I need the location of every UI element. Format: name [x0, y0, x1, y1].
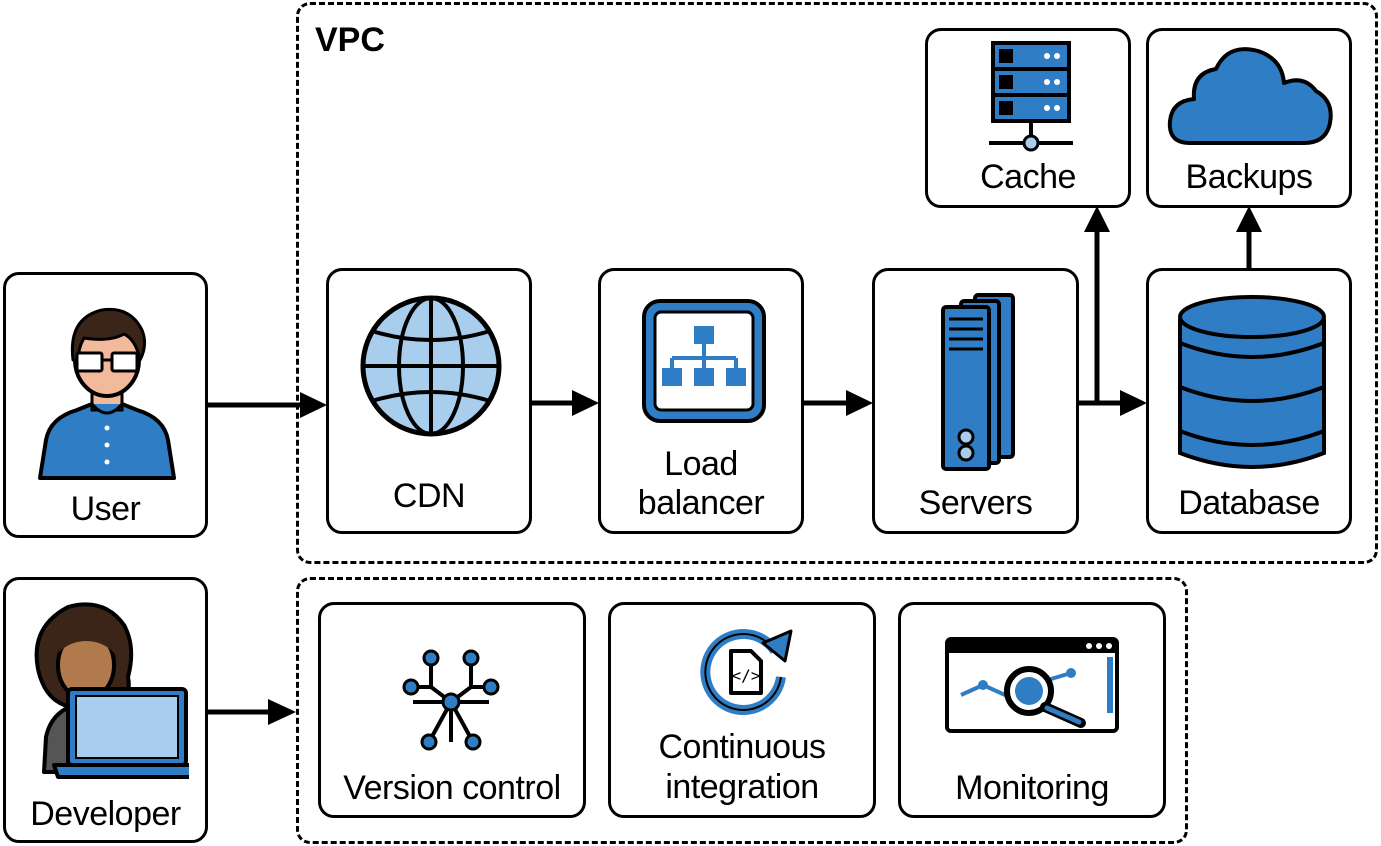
load-balancer-node[interactable]: Load balancer [598, 268, 804, 534]
developer-label: Developer [30, 795, 181, 833]
branch-tree-icon [402, 649, 500, 751]
continuous-integration-node[interactable]: </> Continuous integration [608, 602, 876, 818]
arrowhead-servers [846, 390, 873, 416]
version-control-label: Version control [343, 769, 561, 807]
vpc-title: VPC [315, 21, 385, 59]
arrowhead-devops [268, 699, 296, 725]
cdn-node[interactable]: CDN [326, 268, 532, 534]
devops-group [296, 577, 1188, 844]
backups-node[interactable]: Backups [1146, 28, 1352, 208]
backups-label: Backups [1185, 158, 1313, 196]
continuous-integration-label-line2: integration [665, 768, 819, 806]
load-balancer-label-line1: Load [664, 445, 738, 483]
servers-label: Servers [918, 484, 1033, 522]
cdn-label: CDN [392, 477, 466, 515]
user-avatar-icon [38, 307, 176, 480]
arrowhead-backups [1236, 206, 1262, 232]
vpc-group: VPC [296, 2, 1378, 564]
user-node[interactable]: User [3, 272, 208, 538]
database-icon [1178, 295, 1326, 469]
server-rack-icon [989, 41, 1073, 152]
globe-icon [360, 295, 502, 437]
developer-laptop-icon [34, 602, 189, 779]
version-control-node[interactable]: Version control [318, 602, 586, 818]
arrowhead-cdn [300, 392, 327, 418]
user-label: User [70, 490, 141, 528]
magnifier-chart-icon [945, 637, 1119, 733]
servers-node[interactable]: Servers [872, 268, 1079, 534]
cloud-icon [1167, 47, 1333, 145]
server-tower-icon [941, 293, 1015, 471]
database-node[interactable]: Database [1146, 268, 1352, 534]
monitoring-label: Monitoring [955, 769, 1109, 807]
monitoring-node[interactable]: Monitoring [898, 602, 1166, 818]
cache-label: Cache [980, 158, 1076, 196]
arrowhead-database [1120, 390, 1147, 416]
svg-text:</>: </> [732, 666, 761, 685]
continuous-integration-label-line1: Continuous [658, 728, 826, 766]
code-cycle-icon: </> [700, 629, 793, 715]
arrowhead-cache [1084, 206, 1110, 232]
cache-node[interactable]: Cache [925, 28, 1131, 208]
arrowhead-loadbalancer [572, 390, 599, 416]
developer-node[interactable]: Developer [3, 577, 208, 843]
database-label: Database [1178, 484, 1320, 522]
load-balancer-label-line2: balancer [637, 484, 765, 522]
hierarchy-icon [642, 299, 766, 423]
